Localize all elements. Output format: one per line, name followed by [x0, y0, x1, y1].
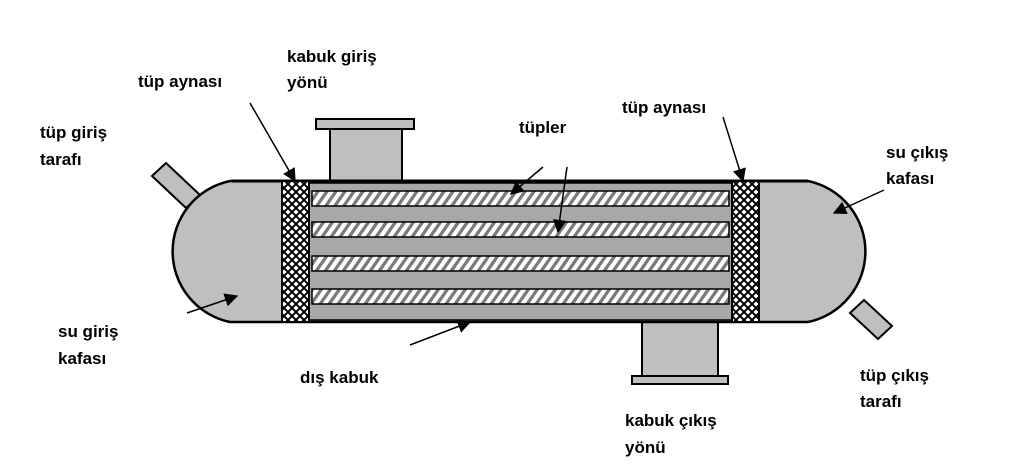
tube-sheet-right: [731, 180, 760, 323]
label-shell-inlet-2: yönü: [287, 73, 328, 92]
tubes-group: [311, 190, 730, 305]
tube-4: [311, 288, 730, 305]
label-shell-outlet-1: kabuk çıkış: [625, 411, 717, 430]
arrow-outer-shell: [409, 320, 472, 346]
tube-3: [311, 255, 730, 272]
label-water-outlet-head-1: su çıkış: [886, 143, 949, 162]
tube-sheet-left: [281, 180, 310, 323]
arrow-water-inlet-head: [186, 293, 239, 314]
label-water-inlet-head-2: kafası: [58, 349, 107, 368]
arrow-tube-sheet-left: [249, 102, 296, 183]
label-tube-inlet-side-2: tarafı: [40, 150, 82, 169]
tube-1: [311, 190, 730, 207]
label-tube-sheet-left: tüp aynası: [138, 72, 223, 91]
label-tube-outlet-side-2: tarafı: [860, 392, 902, 411]
label-shell-inlet-1: kabuk giriş: [287, 47, 377, 66]
label-water-inlet-head-1: su giriş: [58, 322, 119, 341]
label-water-outlet-head-2: kafası: [886, 169, 935, 188]
shell-inlet-nozzle: [315, 118, 415, 183]
label-tube-sheet-right: tüp aynası: [622, 98, 707, 117]
label-tube-outlet-side-1: tüp çıkış: [860, 366, 929, 385]
label-tube-inlet-side-1: tüp giriş: [40, 123, 108, 142]
shell-outlet-nozzle: [631, 321, 729, 385]
arrow-tubes-2: [552, 166, 568, 234]
label-tubes: tüpler: [519, 118, 567, 137]
tube-2: [311, 221, 730, 238]
arrow-tube-sheet-right: [722, 116, 746, 183]
tube-outlet-nozzle: [848, 298, 894, 341]
leader-lines: [186, 102, 885, 346]
label-outer-shell: dış kabuk: [300, 368, 379, 387]
arrow-water-outlet-head: [832, 189, 885, 215]
arrow-tubes-1: [509, 166, 544, 195]
label-shell-outlet-2: yönü: [625, 438, 666, 457]
